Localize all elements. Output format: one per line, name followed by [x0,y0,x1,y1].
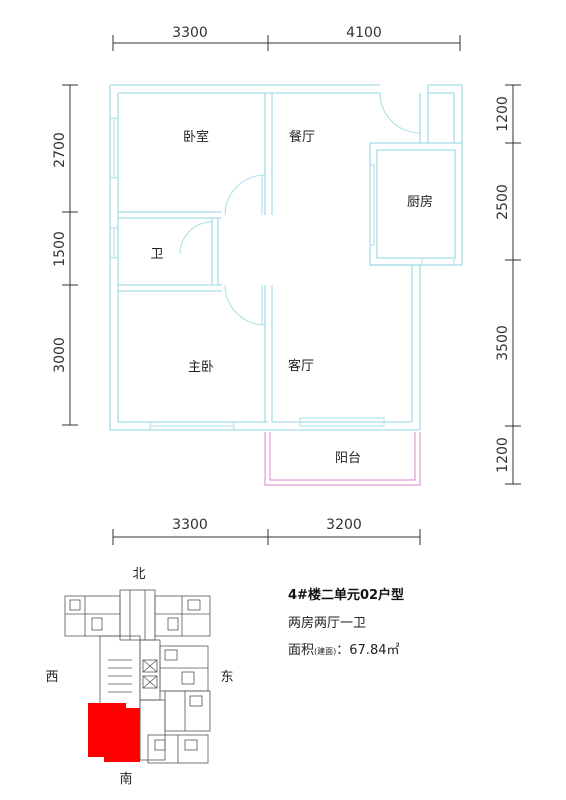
area-note: (建面) [314,647,337,656]
compass-west: 西 [45,670,58,685]
unit-area: 面积(建面)：67.84㎡ [288,639,548,658]
door-swings [179,92,421,326]
dim-left-2: 1500 [52,231,68,267]
windows [109,117,455,431]
dimension-lines [62,35,521,545]
dim-right-2: 2500 [495,184,511,220]
key-plan-highlighted-unit [88,703,140,762]
balcony-outline [264,432,421,486]
room-living: 客厅 [288,358,314,374]
dim-left-3: 3000 [52,337,68,373]
room-dining: 餐厅 [289,129,315,145]
compass-north: 北 [132,567,145,582]
room-bathroom: 卫 [150,247,163,262]
key-plan-building [64,589,211,764]
compass-south: 南 [119,771,132,787]
area-label: 面积 [288,643,315,658]
dim-bottom-right: 3200 [326,517,362,533]
compass-east: 东 [220,670,233,685]
dim-right-1: 1200 [495,96,511,132]
area-value: ：67.84㎡ [336,643,400,658]
dim-left-1: 2700 [52,132,68,168]
unit-info-panel: 4#楼二单元02户型 两房两厅一卫 面积(建面)：67.84㎡ [288,584,548,658]
room-balcony: 阳台 [335,451,361,466]
key-plan: 北 西 东 南 [45,567,233,787]
room-master-bedroom: 主卧 [188,360,214,375]
dim-top-right: 4100 [346,25,382,41]
dim-top-left: 3300 [172,25,208,41]
room-bedroom: 卧室 [183,129,209,145]
room-kitchen: 厨房 [407,194,433,210]
dim-right-4: 1200 [495,437,511,473]
dim-right-3: 3500 [495,325,511,361]
unit-layout: 两房两厅一卫 [288,616,367,631]
dim-bottom-left: 3300 [172,517,208,533]
unit-title: 4#楼二单元02户型 [288,588,405,603]
